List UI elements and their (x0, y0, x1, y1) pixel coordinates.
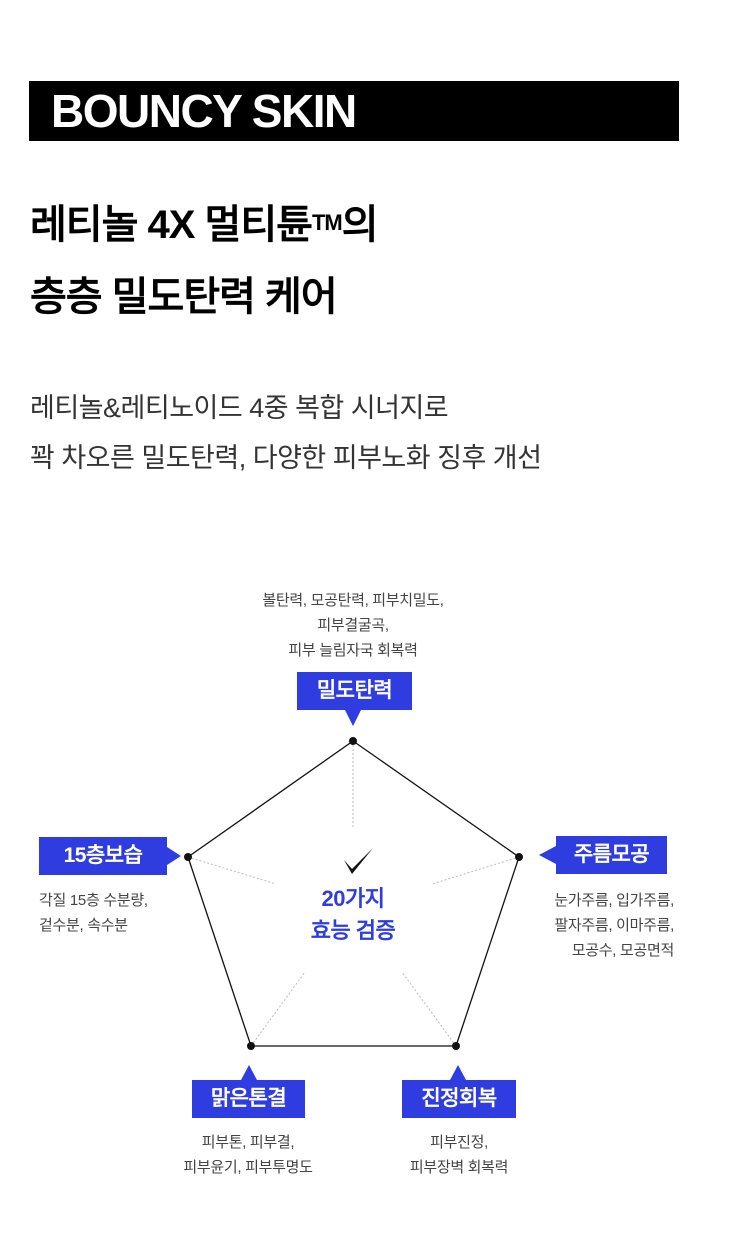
center-label-line-1: 20가지 (321, 886, 385, 911)
desc-line: 눈가주름, 입가주름, (554, 892, 674, 909)
spoke-right (431, 856, 520, 885)
tag-wrinkle-pore: 주름모공 (556, 836, 667, 874)
vertex-dots (184, 737, 523, 1050)
vertex-dot (452, 1042, 460, 1050)
tag-clear-tone: 맑은톤결 (192, 1080, 305, 1118)
vertex-dot (247, 1042, 255, 1050)
subtext-line-1: 레티놀&레티노이드 4중 복합 시너지로 (30, 393, 449, 423)
vertex-dot (515, 853, 523, 861)
node-desc-wrinkle-pore: 눈가주름, 입가주름, 팔자주름, 이마주름, 모공수, 모공면적 (474, 888, 674, 963)
headline-suffix: 의 (341, 203, 379, 247)
headline-line-1: 레티놀 4X 멀티튠TM의 (30, 200, 379, 250)
desc-line: 피부윤기, 피부투명도 (183, 1159, 313, 1176)
spoke-lines (187, 741, 520, 1047)
desc-line: 피부톤, 피부결, (201, 1134, 295, 1151)
node-desc-soothing: 피부진정, 피부장벽 회복력 (359, 1130, 559, 1180)
hero-badge-text: BOUNCY SKIN (51, 85, 357, 137)
tag-soothing: 진정회복 (402, 1080, 516, 1118)
trademark: TM (311, 210, 343, 235)
desc-line: 모공수, 모공면적 (571, 942, 675, 959)
center-label: 20가지 효능 검증 (273, 883, 433, 947)
hero-badge-bar: BOUNCY SKIN (29, 81, 679, 141)
center-label-line-2: 효능 검증 (310, 918, 396, 943)
pointer-right (539, 846, 556, 864)
subtext-line-2: 꽉 차오른 밀도탄력, 다양한 피부노화 징후 개선 (30, 443, 542, 473)
spoke-left (187, 856, 277, 885)
vertex-dot (349, 737, 357, 745)
tag-moisture: 15층보습 (39, 837, 167, 875)
desc-line: 팔자주름, 이마주름, (554, 917, 674, 934)
node-desc-clear-tone: 피부톤, 피부결, 피부윤기, 피부투명도 (148, 1130, 348, 1180)
desc-line: 피부 늘림자국 회복력 (288, 642, 418, 659)
pointer-bottom-left (241, 1065, 257, 1080)
desc-line: 피부장벽 회복력 (409, 1159, 509, 1176)
node-desc-moisture: 각질 15층 수분량, 겉수분, 속수분 (39, 888, 239, 938)
desc-line: 볼탄력, 모공탄력, 피부치밀도, (262, 592, 444, 609)
pointer-top (345, 710, 361, 726)
headline-line-2: 층층 밀도탄력 케어 (30, 275, 338, 319)
pointer-left (167, 847, 181, 865)
desc-line: 피부결굴곡, (317, 617, 389, 634)
pointer-bottom-right (450, 1065, 466, 1080)
tag-density: 밀도탄력 (297, 672, 412, 710)
pentagon-outline (187, 740, 520, 1047)
desc-line: 각질 15층 수분량, (39, 892, 148, 909)
spoke-bottom-left (250, 971, 306, 1047)
spoke-bottom-right (401, 971, 457, 1047)
node-desc-density: 볼탄력, 모공탄력, 피부치밀도, 피부결굴곡, 피부 늘림자국 회복력 (203, 588, 503, 663)
desc-line: 겉수분, 속수분 (39, 917, 128, 934)
desc-line: 피부진정, (430, 1134, 488, 1151)
tag-pointers (167, 710, 556, 1080)
checkmark-icon (344, 848, 373, 874)
vertex-dot (184, 853, 192, 861)
headline-text: 레티놀 4X 멀티튠 (30, 203, 313, 247)
